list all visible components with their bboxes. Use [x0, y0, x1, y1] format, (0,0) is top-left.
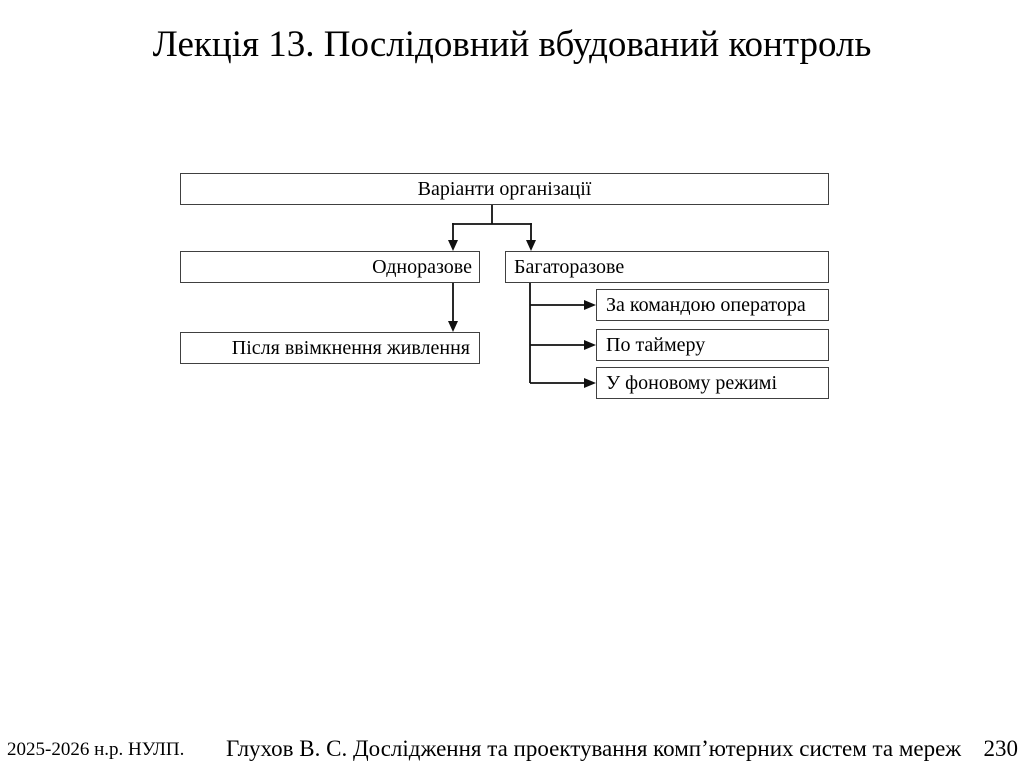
- footer-page-number: 230: [983, 736, 1019, 761]
- arrow-down-icon: [526, 240, 536, 251]
- arrow-right-icon: [584, 300, 596, 310]
- arrow-right-icon: [584, 378, 596, 388]
- arrow-down-icon: [448, 240, 458, 251]
- arrow-down-icon: [448, 321, 458, 332]
- footer-author-course: Глухов В. С. Дослідження та проектування…: [226, 736, 962, 761]
- node-variants: Варіанти організації: [180, 173, 829, 205]
- slide-title: Лекція 13. Послідовний вбудований контро…: [152, 24, 872, 65]
- arrow-right-icon: [584, 340, 596, 350]
- node-by-timer: По таймеру: [596, 329, 829, 361]
- footer-year-university: 2025-2026 н.р. НУЛП.: [7, 739, 185, 760]
- node-background-mode: У фоновому режимі: [596, 367, 829, 399]
- node-one-time: Одноразове: [180, 251, 480, 283]
- node-after-power-on: Після ввімкнення живлення: [180, 332, 480, 364]
- node-multiple-times: Багаторазове: [505, 251, 829, 283]
- node-operator-command: За командою оператора: [596, 289, 829, 321]
